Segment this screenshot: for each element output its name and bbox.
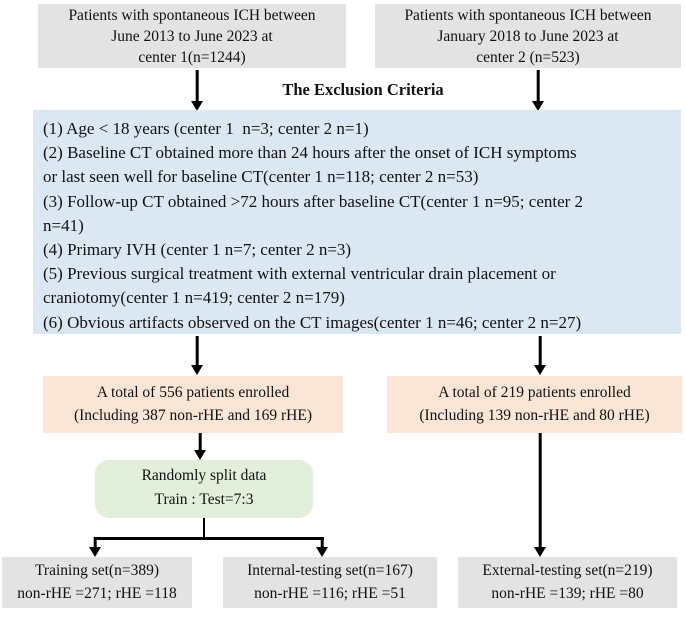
arrow-stem bbox=[195, 70, 199, 103]
training-set-line2: non-rHE =271; rHE =118 bbox=[17, 585, 177, 602]
arrow-head-icon bbox=[191, 101, 203, 111]
center1-source-box: Patients with spontaneous ICH between Ju… bbox=[38, 4, 346, 68]
internal-testing-line2: non-rHE =116; rHE =51 bbox=[254, 585, 406, 602]
arrow-split-to-internal-testing bbox=[315, 537, 329, 557]
center1-source-line1: Patients with spontaneous ICH between bbox=[68, 7, 316, 24]
arrow-head-icon bbox=[532, 101, 544, 111]
center2-source-line1: Patients with spontaneous ICH between bbox=[404, 7, 652, 24]
arrow-head-icon bbox=[194, 450, 206, 460]
arrow-split-to-training bbox=[88, 537, 102, 557]
center2-source-line3: center 2 (n=523) bbox=[476, 49, 580, 66]
external-testing-line1: External-testing set(n=219) bbox=[482, 562, 653, 579]
arrow-stem bbox=[320, 537, 324, 549]
enrolled-center2-line1: A total of 219 patients enrolled bbox=[438, 384, 631, 401]
enrolled-center2-box: A total of 219 patients enrolled (Includ… bbox=[387, 376, 682, 433]
arrow-head-icon bbox=[89, 547, 101, 557]
enrolled-center2-line2: (Including 139 non-rHE and 80 rHE) bbox=[419, 407, 650, 424]
arrow-center1-to-exclusion bbox=[190, 70, 204, 111]
arrow-enrolled-to-split bbox=[193, 433, 207, 460]
arrow-stem bbox=[198, 433, 202, 452]
arrow-head-icon bbox=[534, 547, 546, 557]
arrow-stem bbox=[195, 336, 199, 367]
split-connector-stem bbox=[202, 518, 206, 540]
random-split-line1: Randomly split data bbox=[141, 467, 267, 484]
arrow-stem bbox=[538, 336, 542, 367]
external-testing-set-box: External-testing set(n=219) non-rHE =139… bbox=[458, 557, 677, 608]
exclusion-line: (1) Age < 18 years (center 1 n=3; center… bbox=[43, 119, 369, 138]
arrow-stem bbox=[536, 70, 540, 103]
enrolled-center1-box: A total of 556 patients enrolled (Includ… bbox=[43, 376, 343, 433]
exclusion-criteria-heading: The Exclusion Criteria bbox=[282, 80, 444, 99]
center2-source-line2: January 2018 to June 2023 at bbox=[437, 28, 619, 45]
exclusion-line: n=41) bbox=[43, 215, 84, 235]
arrow-center2-to-exclusion bbox=[531, 70, 545, 111]
arrow-enrolled-to-external-testing bbox=[533, 433, 547, 557]
arrow-head-icon bbox=[191, 365, 203, 375]
exclusion-line: craniotomy(center 1 n=419; center 2 n=17… bbox=[43, 288, 345, 308]
arrow-head-icon bbox=[534, 365, 546, 375]
random-split-line2: Train : Test=7:3 bbox=[154, 491, 254, 508]
external-testing-line2: non-rHE =139; rHE =80 bbox=[491, 585, 644, 602]
internal-testing-line1: Internal-testing set(n=167) bbox=[247, 562, 413, 579]
arrow-stem bbox=[93, 537, 97, 549]
enrolled-center1-line2: (Including 387 non-rHE and 169 rHE) bbox=[73, 407, 313, 424]
exclusion-line: (3) Follow-up CT obtained >72 hours afte… bbox=[43, 191, 584, 211]
center1-source-line2: June 2013 to June 2023 at bbox=[111, 28, 273, 45]
split-connector-branch bbox=[93, 537, 324, 540]
exclusion-line: (6) Obvious artifacts observed on the CT… bbox=[43, 312, 582, 332]
arrow-head-icon bbox=[316, 547, 328, 557]
exclusion-line: or last seen well for baseline CT(center… bbox=[43, 167, 479, 187]
training-set-box: Training set(n=389) non-rHE =271; rHE =1… bbox=[2, 557, 192, 608]
arrow-exclusion-to-enrolled-right bbox=[533, 336, 547, 375]
exclusion-criteria-box: (1) Age < 18 years (center 1 n=3; center… bbox=[33, 110, 681, 334]
center1-source-line3: center 1(n=1244) bbox=[138, 49, 246, 66]
exclusion-line: (5) Previous surgical treatment with ext… bbox=[43, 264, 556, 284]
exclusion-line: (2) Baseline CT obtained more than 24 ho… bbox=[43, 143, 577, 163]
internal-testing-set-box: Internal-testing set(n=167) non-rHE =116… bbox=[223, 557, 437, 608]
exclusion-line: (4) Primary IVH (center 1 n=7; center 2 … bbox=[43, 240, 352, 260]
training-set-line1: Training set(n=389) bbox=[35, 562, 159, 579]
arrow-exclusion-to-enrolled-left bbox=[190, 336, 204, 375]
arrow-stem bbox=[538, 433, 542, 549]
center2-source-box: Patients with spontaneous ICH between Ja… bbox=[375, 4, 681, 68]
enrolled-center1-line1: A total of 556 patients enrolled bbox=[96, 384, 290, 401]
random-split-box: Randomly split data Train : Test=7:3 bbox=[95, 460, 313, 518]
